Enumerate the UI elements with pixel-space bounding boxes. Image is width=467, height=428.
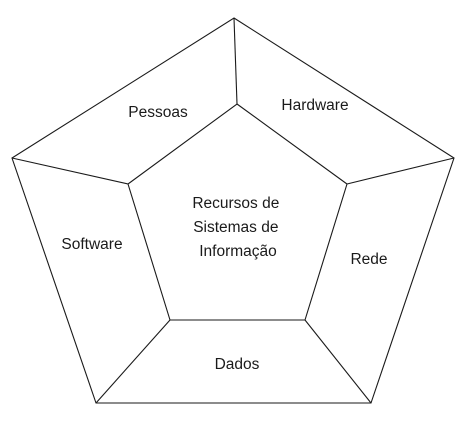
connector-bottom-right (304, 319, 372, 404)
segment-label-hardware: Hardware (281, 97, 348, 114)
outer-pentagon (11, 17, 455, 404)
segment-label-software: Software (61, 236, 122, 253)
connector-bottom-left (95, 319, 171, 404)
inner-pentagon (127, 103, 348, 321)
segment-label-pessoas: Pessoas (128, 104, 188, 121)
center-label: Recursos de Sistemas de Informação (192, 195, 283, 260)
center-label-line-2: Sistemas de (193, 219, 278, 236)
center-label-line-1: Recursos de (192, 195, 279, 212)
segment-label-dados: Dados (215, 356, 260, 373)
connector-right (346, 157, 455, 185)
connector-left (11, 157, 129, 185)
center-label-line-3: Informação (199, 243, 277, 260)
connector-top (233, 17, 238, 105)
segment-label-rede: Rede (350, 251, 387, 268)
